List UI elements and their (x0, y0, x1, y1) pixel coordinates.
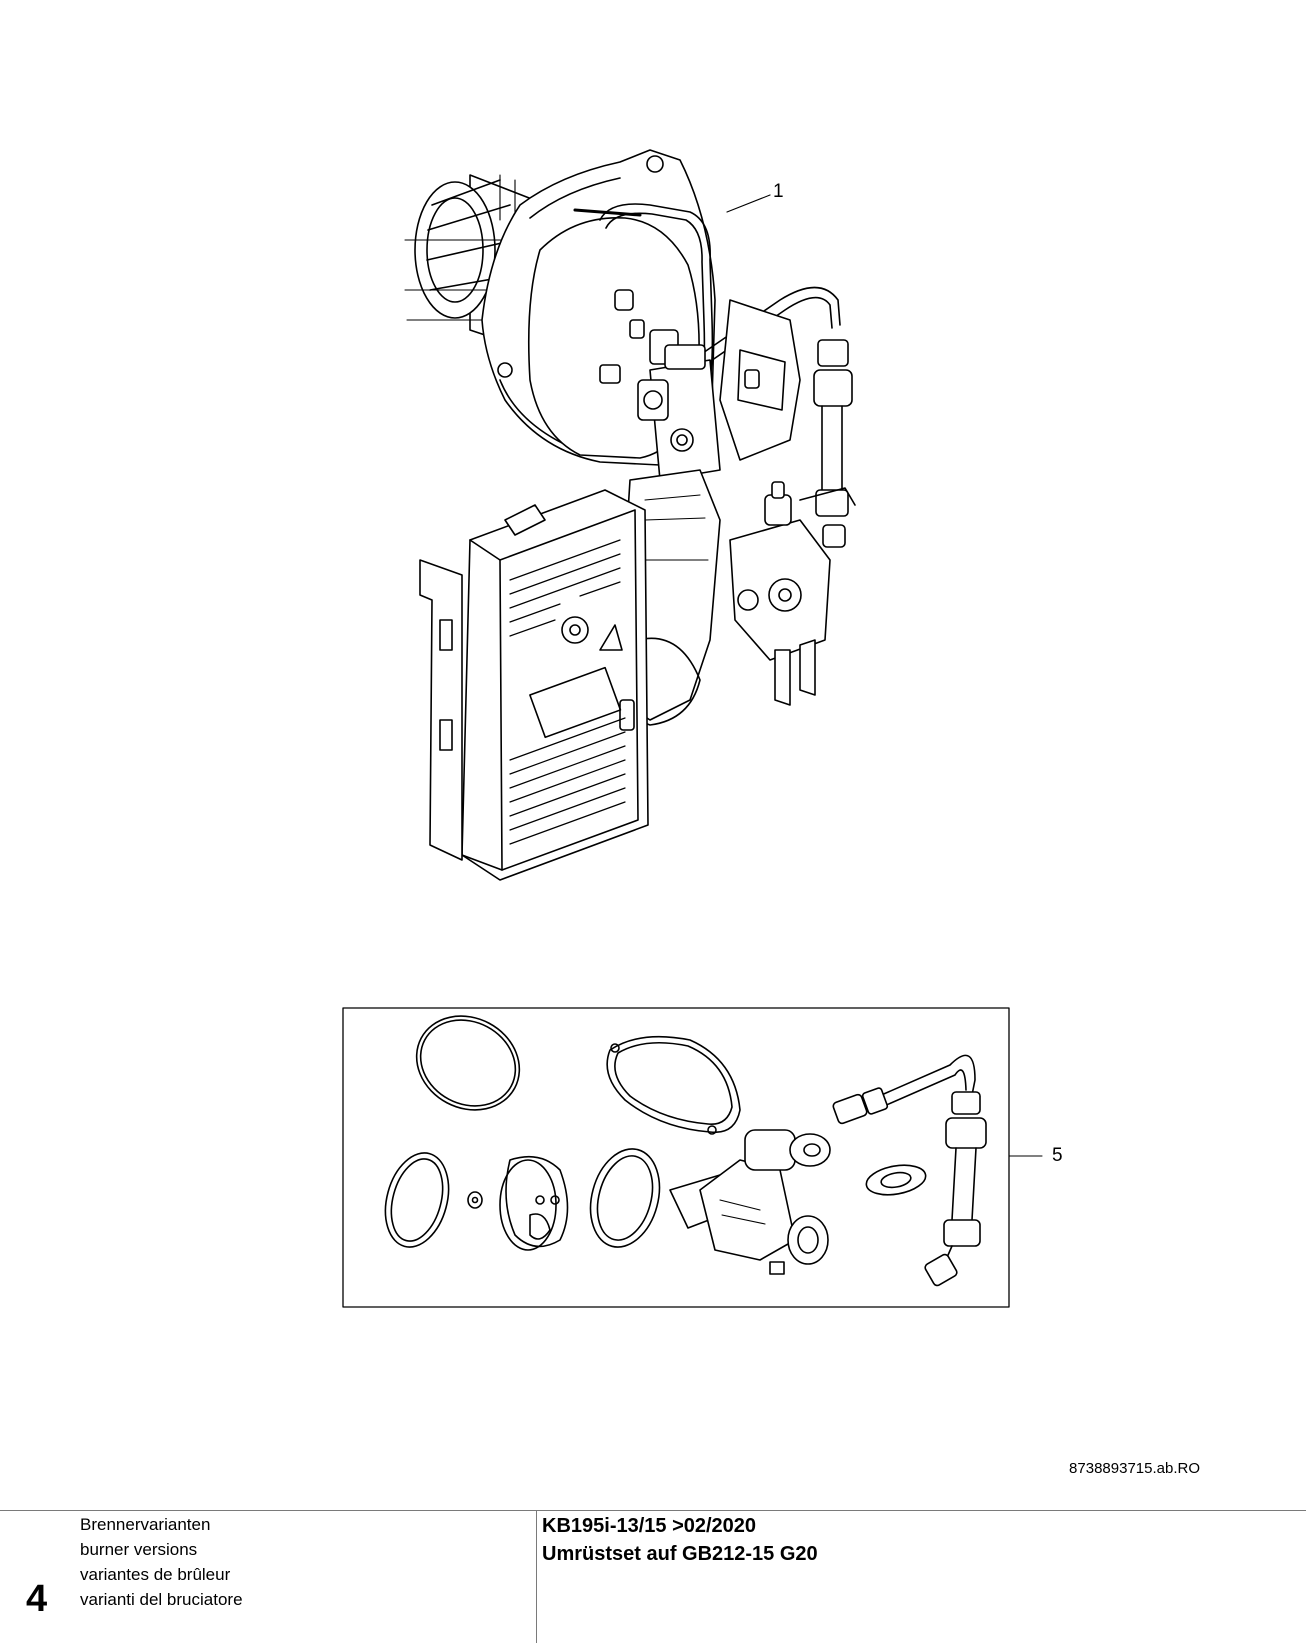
label-en: burner versions (80, 1540, 198, 1559)
label-de: Brennervarianten (80, 1515, 211, 1534)
burner-assembly (404, 149, 856, 881)
flange-gasket (606, 1035, 741, 1135)
solenoid-valve (669, 1129, 831, 1275)
kit-parts (384, 1015, 987, 1287)
central-valve (637, 329, 721, 481)
sealing-ring-large (589, 1148, 661, 1248)
fuel-line-upper (699, 286, 853, 517)
kit-frame (342, 1007, 1010, 1308)
footer-column-divider (536, 1510, 537, 1643)
title-line-2: Umrüstset auf GB212-15 G20 (542, 1543, 818, 1565)
fuel-hose (832, 1054, 987, 1287)
page-number: 4 (26, 1578, 48, 1620)
title-block: KB195i-13/15 >02/2020 Umrüstset auf GB21… (542, 1512, 818, 1568)
label-fr: variantes de brûleur (80, 1565, 231, 1584)
control-unit (419, 489, 649, 881)
footer-divider (0, 1510, 1306, 1511)
sealing-ring-small (384, 1152, 450, 1248)
large-o-ring (415, 1015, 521, 1111)
tiny-washer (467, 1191, 483, 1209)
title-line-1: KB195i-13/15 >02/2020 (542, 1515, 757, 1537)
label-it: varianti del bruciatore (80, 1590, 243, 1609)
motor-block (719, 299, 801, 461)
oil-pump (729, 481, 856, 706)
callout-1: 1 (773, 181, 784, 202)
section-labels: Brennervarianten burner versions variant… (80, 1512, 243, 1612)
callout-5: 5 (1052, 1145, 1063, 1166)
diffuser-disk (499, 1155, 569, 1251)
document-id: 8738893715.ab.RO (1069, 1460, 1200, 1477)
flat-washer (865, 1164, 927, 1196)
